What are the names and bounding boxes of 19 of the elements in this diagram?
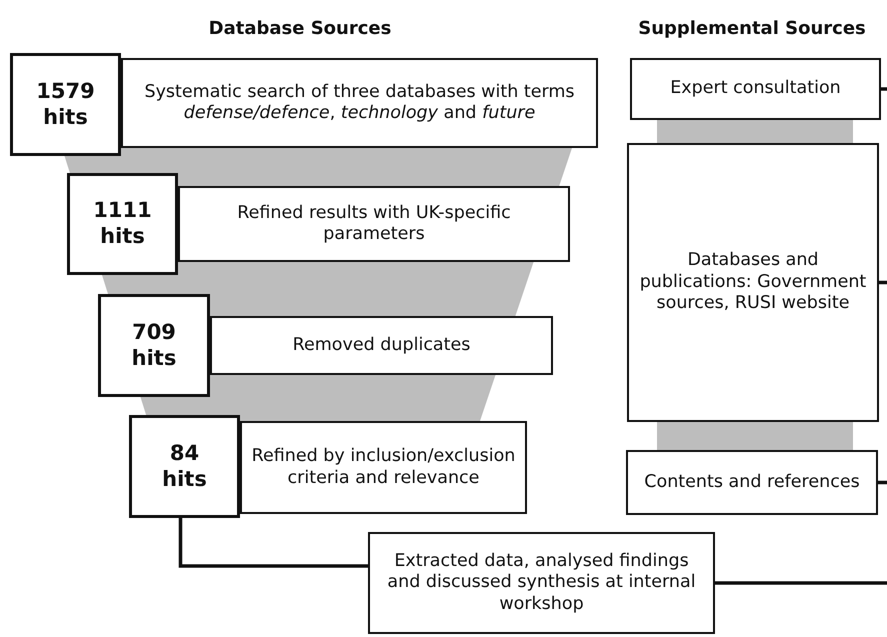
section-heading: Supplemental Sources [638,18,866,39]
hit-count-box: 1111 hits [67,173,178,275]
hit-count-box: 84 hits [129,415,240,518]
connector-line [879,280,887,284]
process-box: Refined by inclusion/exclusion criteria and relevance [240,421,527,514]
hit-count-box: 1579 hits [10,53,121,156]
connector-line [715,581,887,585]
process-box: Databases and publications: Government sources, RUSI website [627,143,879,422]
process-box: Systematic search of three databases with terms defense/defence, technology and future [121,58,598,148]
process-box: Expert consultation [630,58,881,120]
process-box: Extracted data, analysed findings and discussed synthesis at internal workshop [368,532,715,634]
hit-count-box: 709 hits [98,294,210,397]
process-box: Contents and references [626,450,878,515]
connector-line [178,518,368,568]
section-heading: Database Sources [208,18,392,39]
process-box: Removed duplicates [210,316,553,375]
connector-line [878,480,887,484]
process-box: Refined results with UK-specific parameters [178,186,570,262]
connector-line [881,87,887,91]
